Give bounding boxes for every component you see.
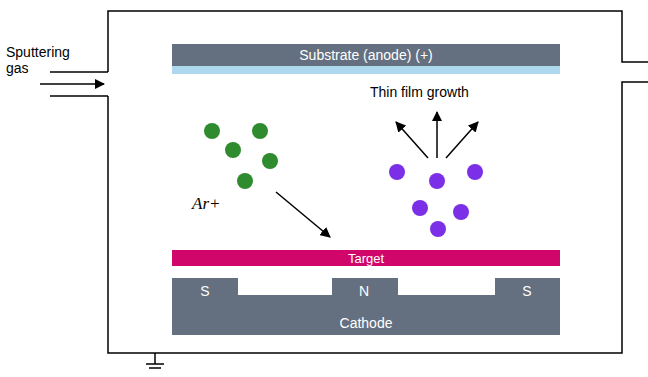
chamber-wall xyxy=(108,11,648,72)
film-label: Thin film growth xyxy=(370,84,510,100)
gas-flow-arrow xyxy=(40,83,104,85)
sputtered-atoms xyxy=(389,164,483,237)
cathode-shape xyxy=(172,278,560,335)
gas-inlet xyxy=(50,95,108,97)
target-bar: Target xyxy=(172,250,560,266)
node-label: Substrate (anode) (+) xyxy=(299,48,432,62)
magnet-pole: S xyxy=(190,283,220,299)
magnet-pole: N xyxy=(349,283,379,299)
gas-inlet xyxy=(50,71,108,73)
gas-label: Sputtering gas xyxy=(6,44,88,76)
thin-film xyxy=(172,66,560,74)
argon-ions xyxy=(204,123,278,189)
substrate-bar: Substrate (anode) (+) xyxy=(172,44,560,66)
chamber-wall xyxy=(108,82,648,353)
magnet-pole: S xyxy=(512,283,542,299)
ion-label: Ar+ xyxy=(192,194,242,214)
node-label: Cathode xyxy=(340,316,393,330)
ground-symbol xyxy=(146,353,164,368)
growth-arrows xyxy=(396,112,478,158)
node-label: Target xyxy=(348,252,384,265)
ion-arrow xyxy=(276,192,330,237)
